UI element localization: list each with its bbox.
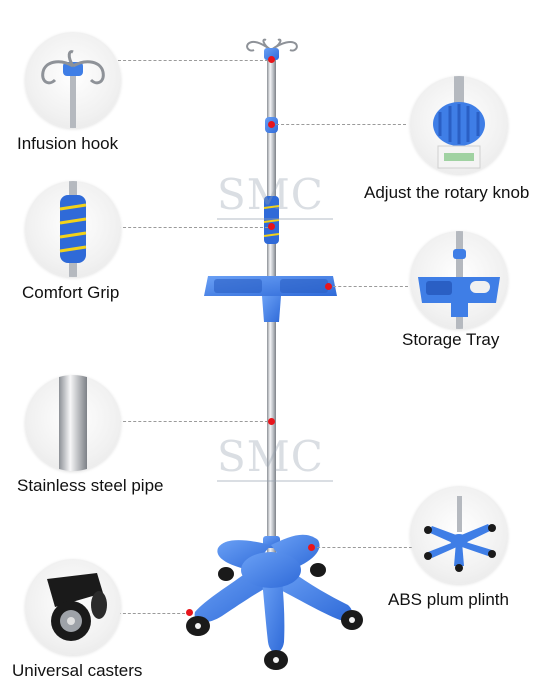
watermark-text: SMC	[217, 170, 324, 219]
marker-dot-infusion-hook	[268, 56, 275, 63]
callout-label-rotary-knob: Adjust the rotary knob	[364, 183, 530, 202]
marker-dot-plum-plinth	[308, 544, 315, 551]
callout-label-casters: Universal casters	[12, 661, 143, 680]
leader-line-plum-plinth	[312, 547, 412, 548]
leader-line-comfort-grip	[118, 227, 268, 228]
callout-label-storage-tray: Storage Tray	[402, 330, 500, 349]
marker-dot-casters	[186, 609, 193, 616]
leader-line-steel-pipe	[118, 421, 268, 422]
leader-line-infusion-hook	[118, 60, 268, 61]
marker-dot-rotary-knob	[268, 121, 275, 128]
leader-line-casters	[118, 613, 190, 614]
plum-plinth-shape	[194, 534, 353, 653]
watermark-text: SMC	[217, 432, 324, 481]
watermark-underline	[217, 218, 333, 220]
marker-dot-storage-tray	[325, 283, 332, 290]
callout-label-comfort-grip: Comfort Grip	[22, 283, 120, 302]
leader-line-rotary-knob	[276, 124, 406, 125]
detail-photo-comfort-grip	[25, 181, 121, 277]
callout-label-infusion-hook: Infusion hook	[17, 134, 119, 153]
detail-photo-storage-tray	[410, 231, 508, 329]
detail-photo-infusion-hook	[25, 32, 121, 128]
leader-line-storage-tray	[328, 286, 408, 287]
detail-photo-rotary-knob	[410, 76, 508, 174]
callout-label-steel-pipe: Stainless steel pipe	[17, 476, 164, 495]
marker-dot-comfort-grip	[268, 223, 275, 230]
detail-photo-plum-plinth	[410, 486, 508, 584]
detail-photo-casters	[25, 559, 121, 655]
detail-photo-steel-pipe	[25, 375, 121, 471]
watermark-underline	[217, 480, 333, 482]
marker-dot-steel-pipe	[268, 418, 275, 425]
callout-label-plum-plinth: ABS plum plinth	[388, 590, 509, 609]
